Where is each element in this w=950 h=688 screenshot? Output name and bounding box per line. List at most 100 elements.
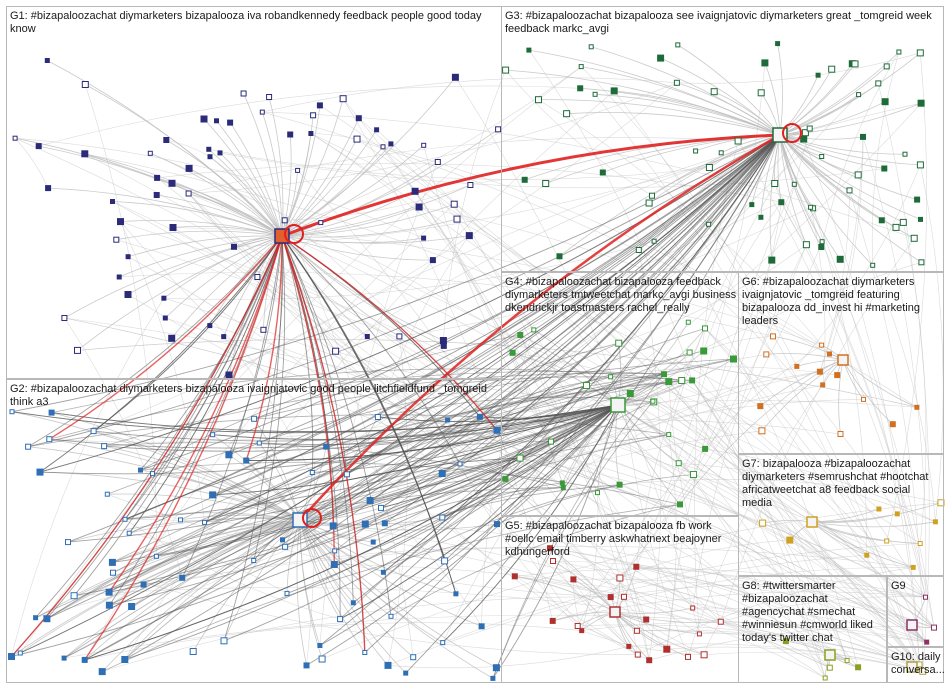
edge (208, 149, 710, 180)
edge (636, 566, 848, 661)
node-g3 (918, 216, 923, 222)
node-g2 (9, 409, 15, 415)
node-g5 (646, 657, 653, 664)
node-g3 (916, 49, 924, 57)
edge (101, 519, 301, 672)
node-g2 (140, 581, 147, 588)
edge (112, 380, 682, 563)
edge (84, 622, 582, 661)
edge (581, 621, 927, 643)
group-box-g7: G7: bizapalooza #bizapaloozachat diymark… (738, 454, 944, 576)
edge (418, 206, 552, 442)
node-g3 (878, 217, 885, 224)
node-g4 (730, 355, 737, 363)
group-box-g4: G4: #bizapaloozachat bizapalooza feedbac… (501, 272, 739, 516)
edge (64, 317, 183, 578)
node-g1 (81, 150, 89, 158)
edge (597, 404, 619, 493)
edge (112, 358, 734, 574)
node-g1 (318, 220, 324, 226)
node-g1 (467, 182, 474, 188)
node-g5 (633, 627, 640, 634)
edge (377, 404, 619, 422)
edge (383, 484, 620, 573)
node-g2 (243, 457, 250, 464)
self-loop (782, 123, 802, 143)
highlight-edge (108, 235, 283, 593)
edge (39, 404, 619, 475)
node-g2 (108, 558, 116, 566)
edge (128, 235, 283, 534)
node-g3 (914, 196, 921, 203)
node-g3 (778, 199, 785, 206)
node-g2 (225, 451, 233, 459)
edge (720, 238, 915, 622)
highlight-edge (281, 235, 336, 565)
node-g2 (343, 471, 350, 478)
node-g3 (734, 137, 742, 145)
edge (63, 519, 301, 659)
edge (180, 373, 665, 521)
node-g3 (854, 171, 862, 179)
edge (93, 82, 678, 432)
node-g2 (381, 520, 388, 527)
node-g3 (918, 259, 925, 266)
edge (779, 52, 921, 136)
edge (209, 156, 647, 620)
node-g2 (318, 655, 326, 663)
node-g3 (802, 241, 810, 249)
edge (124, 380, 693, 520)
edge (538, 99, 822, 346)
node-g1 (421, 235, 427, 241)
node-g5 (634, 651, 641, 658)
edge (533, 329, 650, 661)
edge (610, 128, 810, 598)
edge (38, 85, 581, 147)
edge (679, 371, 821, 505)
node-g4 (595, 490, 600, 496)
edge (319, 404, 619, 646)
node-g3 (592, 91, 598, 97)
node-g4 (650, 398, 656, 404)
edge (387, 554, 867, 666)
edge (281, 235, 314, 473)
node-g6 (837, 431, 844, 437)
node-g3 (881, 165, 888, 172)
group-label-g10: G10: daily conversa... (891, 651, 944, 676)
node-g2 (65, 539, 71, 546)
hub-node-g10 (906, 661, 918, 673)
edge (253, 418, 301, 521)
edge (127, 256, 639, 655)
node-g3 (881, 98, 889, 106)
edge (243, 93, 283, 237)
edge (514, 568, 926, 598)
edge (779, 134, 807, 245)
node-g2 (81, 656, 88, 663)
edge (93, 430, 301, 521)
edge (812, 208, 920, 665)
edge (212, 134, 781, 496)
edge (653, 240, 898, 515)
highlight-edge (10, 235, 283, 657)
node-g4 (548, 438, 554, 445)
group-box-g3: G3: #bizapaloozachat bizapalooza see iva… (501, 6, 944, 272)
edge (581, 244, 807, 631)
edge (11, 298, 165, 657)
node-g1 (200, 115, 208, 123)
edge (528, 49, 693, 381)
edge (127, 235, 283, 258)
node-g1 (260, 326, 267, 333)
edge (380, 507, 482, 627)
node-g5 (550, 558, 556, 564)
node-g5 (511, 573, 518, 580)
node-g6 (889, 421, 896, 428)
edge (779, 134, 885, 169)
node-g4 (702, 445, 709, 452)
edge (47, 60, 283, 237)
edge (212, 441, 552, 496)
edge (761, 359, 844, 432)
edge (356, 138, 920, 665)
node-g1 (231, 243, 237, 250)
node-g3 (896, 49, 902, 55)
node-g2 (61, 655, 67, 661)
